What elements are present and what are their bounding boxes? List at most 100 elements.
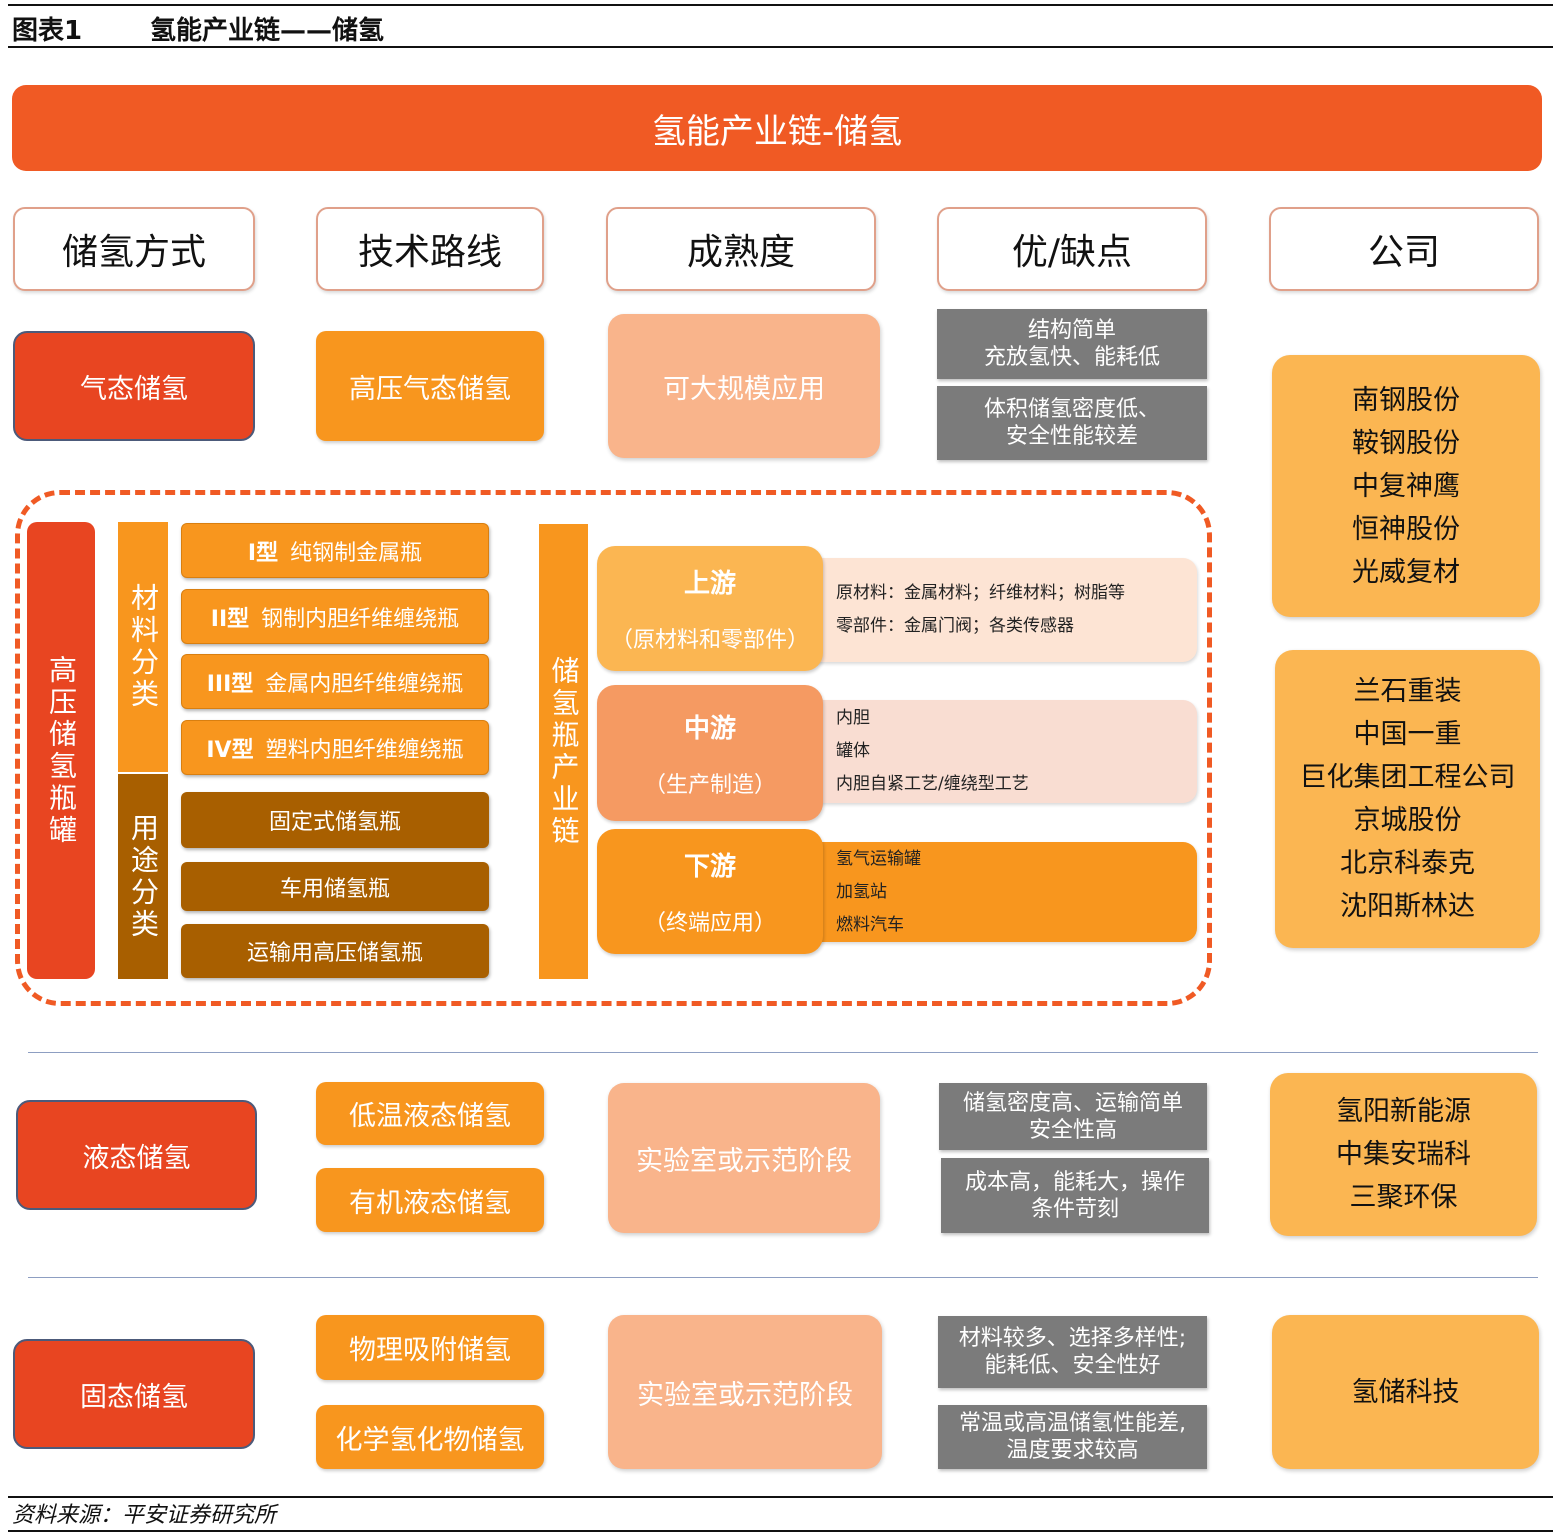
- company-name: 中国一重: [1353, 719, 1462, 750]
- header-company: 公司: [1269, 207, 1539, 291]
- pros-solid-line: 能耗低、安全性好: [984, 1353, 1161, 1378]
- midstream-detail: 罐体: [836, 741, 870, 761]
- figure-title: 图表1 氢能产业链——储氢: [12, 8, 1552, 48]
- route-cryogenic-liquid: 低温液态储氢: [316, 1082, 544, 1145]
- company-name: 三聚环保: [1349, 1182, 1458, 1213]
- company-name: 光威复材: [1352, 556, 1460, 588]
- pros-liquid: 储氢密度高、运输简单 安全性高: [939, 1083, 1207, 1150]
- company-name: 氢储科技: [1351, 1376, 1460, 1408]
- company-name: 恒神股份: [1352, 513, 1460, 545]
- pros-liquid-line: 储氢密度高、运输简单: [962, 1090, 1183, 1116]
- company-name: 氢阳新能源: [1336, 1096, 1471, 1127]
- midstream-stage: 中游 （生产制造）: [597, 685, 823, 821]
- stage-subtitle: （生产制造）: [643, 772, 776, 798]
- pros-gas-line: 充放氢快、能耗低: [983, 345, 1160, 370]
- upstream-details: 原材料：金属材料；纤维材料；树脂等 零部件：金属门阀；各类传感器: [800, 558, 1197, 662]
- cylinder-title: 高压储氢瓶罐: [27, 522, 95, 979]
- figure-label: 图表1: [12, 15, 83, 46]
- route-high-pressure-gas: 高压气态储氢: [316, 331, 544, 441]
- type-name: 塑料内胆纤维缠绕瓶: [265, 737, 464, 763]
- use-vehicle-box: 车用储氢瓶: [181, 862, 489, 911]
- type-code: I型: [247, 540, 279, 566]
- upstream-stage: 上游 （原材料和零部件）: [597, 546, 823, 671]
- type-2-box: II型钢制内胆纤维缠绕瓶: [181, 589, 489, 644]
- companies-gas-materials: 南钢股份 鞍钢股份 中复神鹰 恒神股份 光威复材: [1272, 355, 1540, 617]
- cons-solid-line: 温度要求较高: [1006, 1438, 1139, 1463]
- type-1-box: I型纯钢制金属瓶: [181, 523, 489, 578]
- maturity-liquid: 实验室或示范阶段: [608, 1083, 880, 1233]
- pros-solid: 材料较多、选择多样性; 能耗低、安全性好: [938, 1316, 1207, 1388]
- main-banner: 氢能产业链-储氢: [12, 85, 1542, 171]
- cons-gas-line: 安全性能较差: [1005, 424, 1138, 449]
- method-solid: 固态储氢: [13, 1339, 255, 1449]
- company-name: 中集安瑞科: [1336, 1139, 1471, 1170]
- route-physical-adsorption: 物理吸附储氢: [316, 1315, 544, 1380]
- use-category-label: 用途分类: [118, 774, 168, 979]
- company-name: 鞍钢股份: [1352, 427, 1460, 459]
- type-code: III型: [206, 671, 254, 697]
- figure-title-text: 氢能产业链——储氢: [150, 15, 385, 46]
- downstream-details: 氢气运输罐 加氢站 燃料汽车: [800, 842, 1197, 942]
- cons-liquid-line: 成本高，能耗大，操作: [964, 1169, 1185, 1195]
- method-gas: 气态储氢: [13, 331, 255, 441]
- route-chemical-hydride: 化学氢化物储氢: [316, 1405, 544, 1469]
- cylinder-group-outline: [15, 490, 1212, 1006]
- header-method: 储氢方式: [13, 207, 255, 291]
- top-rule: [8, 4, 1553, 6]
- maturity-gas: 可大规模应用: [608, 314, 880, 458]
- type-code: II型: [210, 606, 250, 632]
- cons-gas: 体积储氢密度低、 安全性能较差: [937, 386, 1207, 460]
- downstream-detail: 氢气运输罐: [836, 848, 921, 869]
- type-code: IV型: [206, 737, 254, 763]
- cons-gas-line: 体积储氢密度低、: [983, 397, 1160, 422]
- header-route: 技术路线: [316, 207, 544, 291]
- stage-title: 下游: [683, 852, 736, 882]
- material-category-label: 材料分类: [118, 522, 168, 772]
- company-name: 北京科泰克: [1340, 848, 1475, 879]
- stage-subtitle: （原材料和零部件）: [610, 628, 809, 653]
- downstream-detail: 加氢站: [836, 881, 887, 902]
- upstream-detail: 零部件：金属门阀；各类传感器: [836, 616, 1074, 636]
- companies-liquid: 氢阳新能源 中集安瑞科 三聚环保: [1270, 1073, 1537, 1236]
- midstream-detail: 内胆: [836, 708, 870, 728]
- use-transport-box: 运输用高压储氢瓶: [181, 924, 489, 978]
- company-name: 中复神鹰: [1352, 470, 1460, 502]
- cons-solid: 常温或高温储氢性能差, 温度要求较高: [938, 1405, 1207, 1469]
- midstream-detail: 内胆自紧工艺/缠绕型工艺: [836, 774, 1029, 794]
- pros-solid-line: 材料较多、选择多样性;: [958, 1326, 1187, 1351]
- route-organic-liquid: 有机液态储氢: [316, 1168, 544, 1232]
- company-name: 京城股份: [1353, 805, 1462, 836]
- type-name: 钢制内胆纤维缠绕瓶: [261, 606, 460, 632]
- header-pros-cons: 优/缺点: [937, 207, 1207, 291]
- use-stationary-box: 固定式储氢瓶: [181, 792, 489, 848]
- company-name: 沈阳斯林达: [1340, 891, 1475, 922]
- type-3-box: III型金属内胆纤维缠绕瓶: [181, 654, 489, 709]
- header-maturity: 成熟度: [606, 207, 876, 291]
- midstream-details: 内胆 罐体 内胆自紧工艺/缠绕型工艺: [800, 700, 1197, 803]
- pros-liquid-line: 安全性高: [1028, 1117, 1117, 1143]
- stage-subtitle: （终端应用）: [643, 911, 776, 936]
- maturity-solid: 实验室或示范阶段: [608, 1315, 882, 1469]
- type-4-box: IV型塑料内胆纤维缠绕瓶: [181, 720, 489, 775]
- type-name: 金属内胆纤维缠绕瓶: [265, 671, 464, 697]
- company-name: 巨化集团工程公司: [1299, 762, 1516, 793]
- row-separator: [28, 1277, 1538, 1278]
- type-name: 纯钢制金属瓶: [290, 540, 423, 566]
- source-rule-bottom: [8, 1530, 1553, 1532]
- downstream-stage: 下游 （终端应用）: [597, 829, 823, 954]
- row-separator: [28, 1052, 1538, 1053]
- company-name: 兰石重装: [1353, 676, 1462, 707]
- pros-gas-line: 结构简单: [1027, 318, 1116, 343]
- company-name: 南钢股份: [1352, 384, 1460, 416]
- companies-gas-cylinders: 兰石重装 中国一重 巨化集团工程公司 京城股份 北京科泰克 沈阳斯林达: [1275, 650, 1540, 948]
- cons-solid-line: 常温或高温储氢性能差,: [959, 1411, 1186, 1436]
- source-rule-top: [8, 1496, 1553, 1498]
- method-liquid: 液态储氢: [16, 1100, 257, 1210]
- title-rule: [8, 46, 1553, 48]
- chain-label: 储氢瓶产业链: [539, 524, 588, 979]
- companies-solid: 氢储科技: [1272, 1315, 1539, 1469]
- cons-liquid: 成本高，能耗大，操作 条件苛刻: [941, 1158, 1209, 1233]
- upstream-detail: 原材料：金属材料；纤维材料；树脂等: [836, 583, 1125, 603]
- stage-title: 中游: [683, 713, 736, 744]
- downstream-detail: 燃料汽车: [836, 914, 904, 935]
